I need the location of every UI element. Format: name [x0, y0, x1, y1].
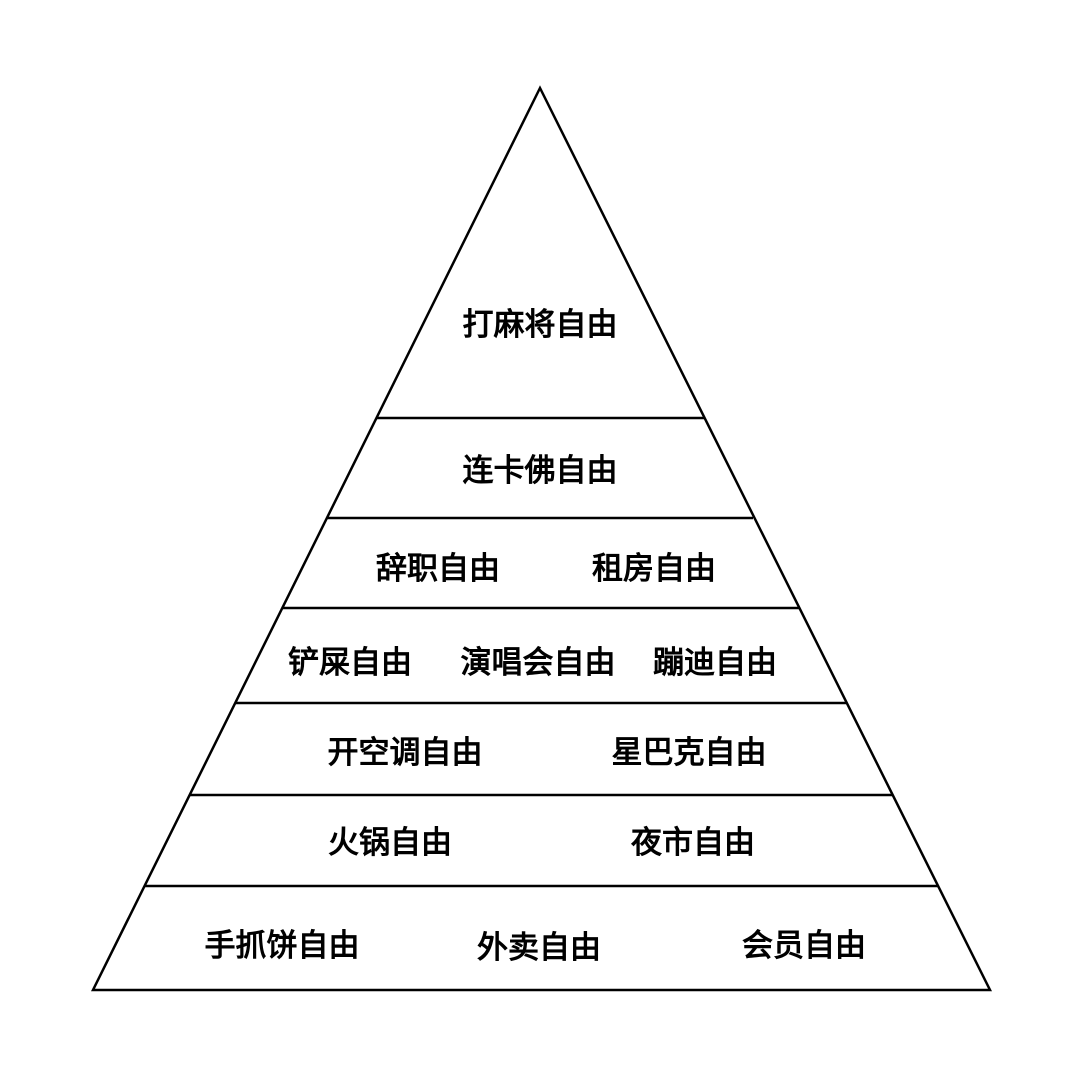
tier-6-label-1: 火锅自由: [328, 825, 452, 861]
tier-7-label-2: 外卖自由: [477, 930, 601, 966]
tier-4-label-2: 演唱会自由: [461, 645, 616, 681]
tier-1-label-1: 打麻将自由: [463, 307, 618, 343]
tier-5-label-2: 星巴克自由: [612, 735, 767, 771]
tier-4-label-3: 蹦迪自由: [653, 645, 777, 681]
pyramid-outline: [90, 85, 993, 992]
tier-6-label-2: 夜市自由: [630, 825, 755, 861]
tier-2-label-1: 连卡佛自由: [463, 453, 618, 489]
tier-5-label-1: 开空调自由: [328, 735, 483, 771]
tier-3-label-1: 辞职自由: [376, 551, 500, 587]
tier-4-label-1: 铲屎自由: [288, 645, 412, 681]
tier-7-label-3: 会员自由: [742, 928, 866, 964]
tier-7-label-1: 手抓饼自由: [205, 928, 360, 964]
tier-3-label-2: 租房自由: [592, 551, 716, 587]
